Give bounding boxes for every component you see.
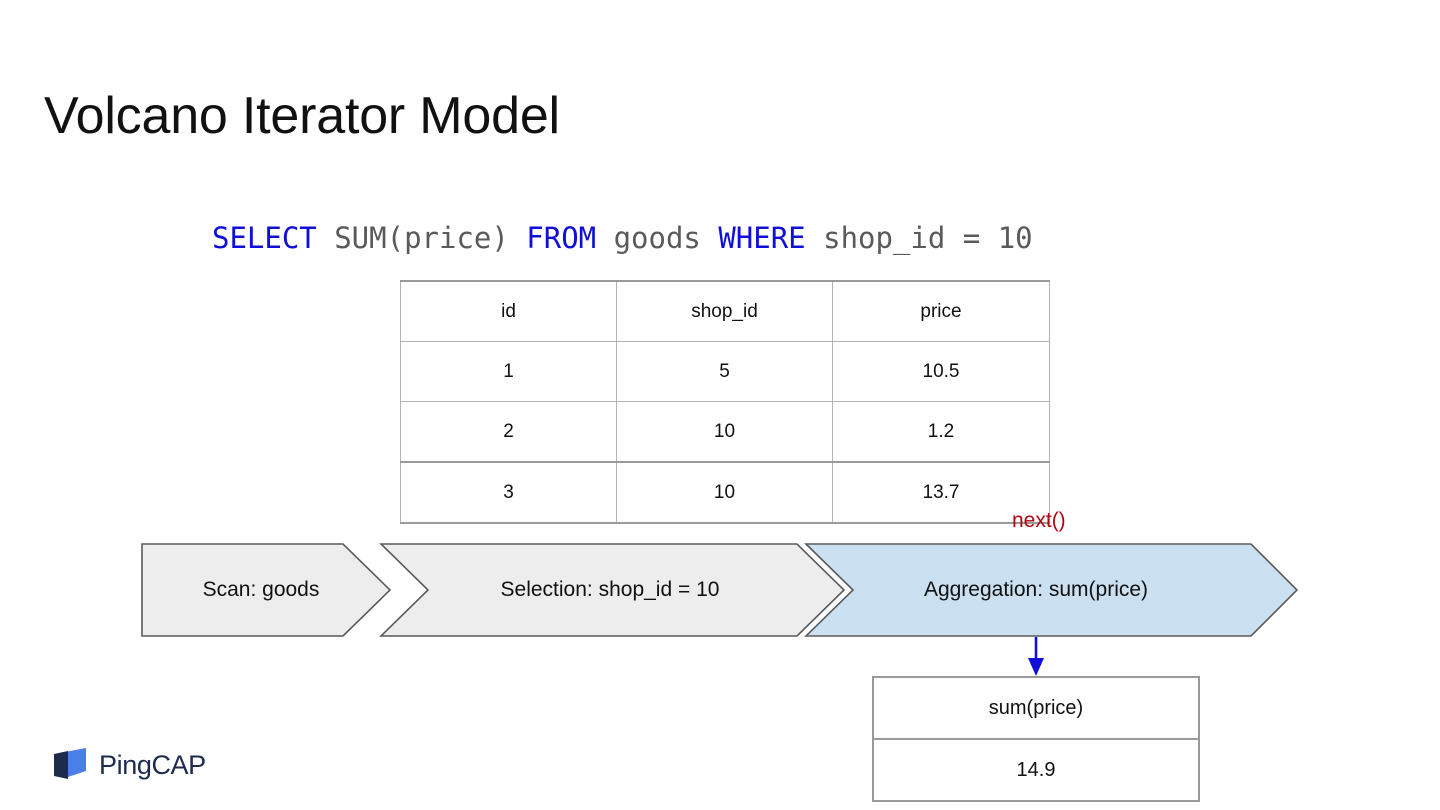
result-table: sum(price) 14.9 (872, 676, 1200, 802)
cell-shop-id: 10 (616, 401, 833, 463)
cell-id: 2 (400, 401, 617, 463)
table-row: 2 10 1.2 (400, 401, 1050, 463)
cell-id: 1 (400, 341, 617, 402)
table-row: 3 10 13.7 (400, 461, 1050, 524)
cell-price: 1.2 (832, 401, 1050, 463)
cell-shop-id: 5 (616, 341, 833, 402)
pingcap-logo: PingCAP (52, 747, 206, 783)
pipeline-stage-aggregation-label: Aggregation: sum(price) (923, 578, 1149, 601)
sql-keyword-from: FROM (526, 221, 597, 255)
result-value-cell: 14.9 (872, 738, 1200, 802)
result-header-row: sum(price) (872, 676, 1200, 740)
cell-id: 3 (400, 461, 617, 524)
column-header-shop-id: shop_id (616, 280, 833, 342)
sql-token-aggregate: SUM(price) (316, 221, 527, 255)
result-column-header: sum(price) (872, 676, 1200, 740)
cell-price: 13.7 (832, 461, 1050, 524)
pingcap-logo-text: PingCAP (99, 749, 206, 780)
result-value-row: 14.9 (872, 738, 1200, 802)
sql-token-predicate: shop_id = 10 (805, 221, 1033, 255)
page-title: Volcano Iterator Model (44, 87, 560, 145)
result-arrow-icon (1028, 637, 1044, 676)
sql-keyword-where: WHERE (718, 221, 806, 255)
pingcap-logo-icon (54, 748, 86, 779)
sql-keyword-select: SELECT (212, 221, 317, 255)
pipeline-stage-scan-label: Scan: goods (202, 578, 320, 601)
column-header-price: price (832, 280, 1050, 342)
pipeline-stage-selection-label: Selection: shop_id = 10 (500, 578, 720, 601)
next-call-label: next() (1012, 509, 1066, 532)
sql-query: SELECT SUM(price) FROM goods WHERE shop_… (212, 219, 1033, 257)
cell-price: 10.5 (832, 341, 1050, 402)
table-row: 1 5 10.5 (400, 341, 1050, 402)
cell-shop-id: 10 (616, 461, 833, 524)
source-data-table: id shop_id price 1 5 10.5 2 10 1.2 3 10 … (400, 280, 1050, 524)
sql-token-table: goods (596, 221, 719, 255)
column-header-id: id (400, 280, 617, 342)
table-header-row: id shop_id price (400, 280, 1050, 342)
